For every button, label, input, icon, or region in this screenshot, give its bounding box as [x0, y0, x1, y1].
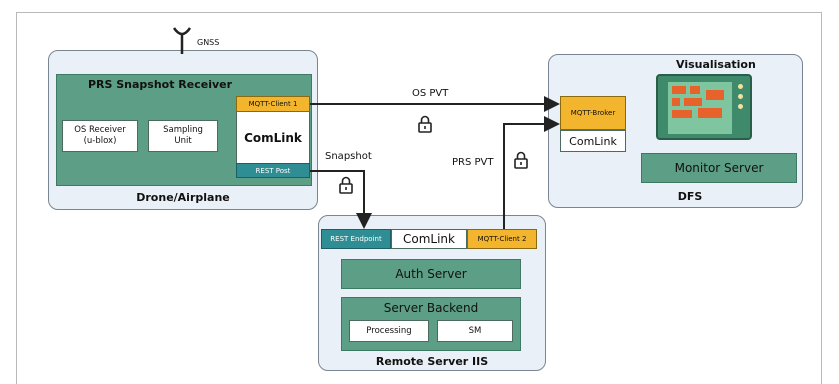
- processing-box: Processing: [349, 320, 429, 342]
- sampling-unit-box: Sampling Unit: [148, 120, 218, 152]
- receiver-title: PRS Snapshot Receiver: [87, 77, 233, 91]
- os-receiver-box: OS Receiver (u-blox): [62, 120, 138, 152]
- mqtt-client-2: MQTT-Client 2: [467, 229, 537, 249]
- remote-comlink: ComLink: [391, 229, 467, 249]
- os-receiver-line2: (u-blox): [83, 136, 117, 146]
- dfs-comlink: ComLink: [560, 130, 626, 152]
- monitor-server: Monitor Server: [641, 153, 797, 183]
- lock-icon: [339, 176, 353, 194]
- prs-pvt-arrow: [503, 116, 560, 229]
- tablet-dashboard-icon: [656, 74, 752, 140]
- snapshot-label: Snapshot: [325, 151, 372, 162]
- figure-frame: [16, 12, 822, 384]
- auth-server: Auth Server: [341, 259, 521, 289]
- gnss-label: GNSS: [197, 38, 220, 47]
- snapshot-arrow: [310, 170, 372, 229]
- drone-comlink: ComLink: [236, 111, 310, 164]
- rest-endpoint: REST Endpoint: [321, 229, 391, 249]
- rest-post: REST Post: [236, 163, 310, 178]
- lock-icon: [418, 115, 432, 133]
- dfs-label: DFS: [677, 189, 703, 203]
- remote-server-label: Remote Server IIS: [375, 354, 489, 368]
- drone-airplane-label: Drone/Airplane: [136, 190, 230, 204]
- os-receiver-line1: OS Receiver: [74, 125, 126, 135]
- prs-pvt-label: PRS PVT: [452, 157, 494, 168]
- sm-box: SM: [437, 320, 513, 342]
- os-pvt-label: OS PVT: [412, 88, 449, 99]
- sampling-line1: Sampling: [163, 125, 203, 135]
- lock-icon: [514, 151, 528, 169]
- mqtt-broker: MQTT-Broker: [560, 96, 626, 130]
- server-backend-title: Server Backend: [383, 301, 479, 315]
- mqtt-client-1: MQTT-Client 1: [236, 96, 310, 112]
- sampling-line2: Unit: [174, 136, 192, 146]
- visualisation-label: Visualisation: [676, 58, 756, 71]
- antenna-icon: [172, 27, 192, 54]
